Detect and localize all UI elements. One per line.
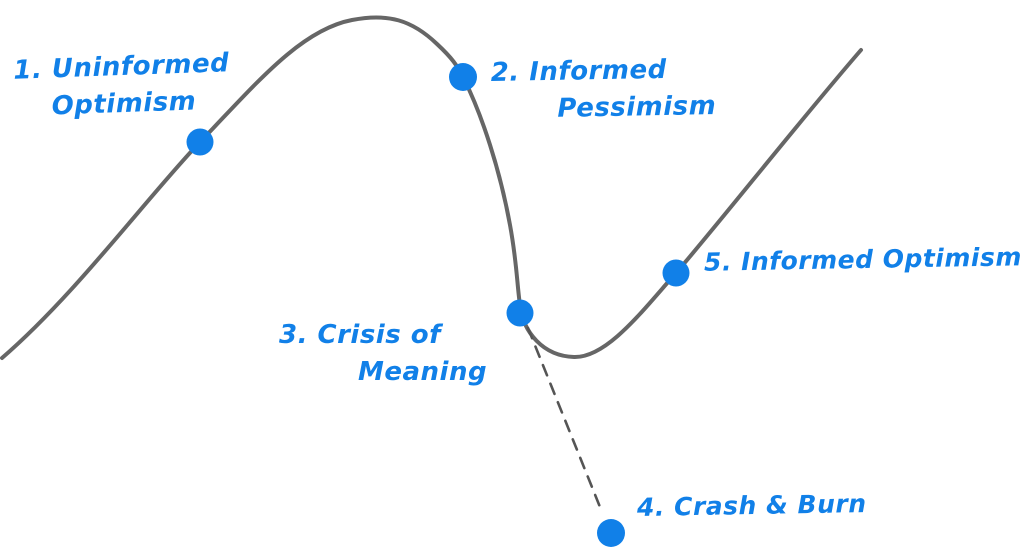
stage-label-3: 3. Crisis of Meaning bbox=[279, 317, 487, 391]
stage-label-5: 5. Informed Optimism bbox=[704, 238, 1023, 281]
dashed-drop-line bbox=[526, 326, 604, 514]
stage-label-2: 2. Informed Pessimism bbox=[490, 51, 716, 129]
stage-label-2-line-1: 2. Informed bbox=[490, 54, 667, 88]
stage-dot-4 bbox=[597, 519, 625, 547]
stage-dot-2 bbox=[449, 63, 477, 91]
stage-label-1-line-1: 1. Uninformed bbox=[12, 48, 230, 86]
stage-label-4-line-1: 4. Crash & Burn bbox=[636, 488, 867, 523]
stage-label-2-line-2: Pessimism bbox=[557, 91, 717, 124]
stage-label-5-line-1: 5. Informed Optimism bbox=[703, 242, 1023, 277]
stage-label-1: 1. Uninformed Optimism bbox=[13, 45, 231, 126]
stage-label-1-line-2: Optimism bbox=[51, 86, 197, 122]
stage-dot-1 bbox=[186, 128, 214, 156]
stage-label-3-line-1: 3. Crisis of bbox=[279, 320, 441, 350]
stage-label-4: 4. Crash & Burn bbox=[637, 485, 867, 526]
stage-label-3-line-2: Meaning bbox=[358, 357, 488, 387]
stage-dot-5 bbox=[662, 259, 690, 287]
stage-dot-3 bbox=[506, 299, 534, 327]
